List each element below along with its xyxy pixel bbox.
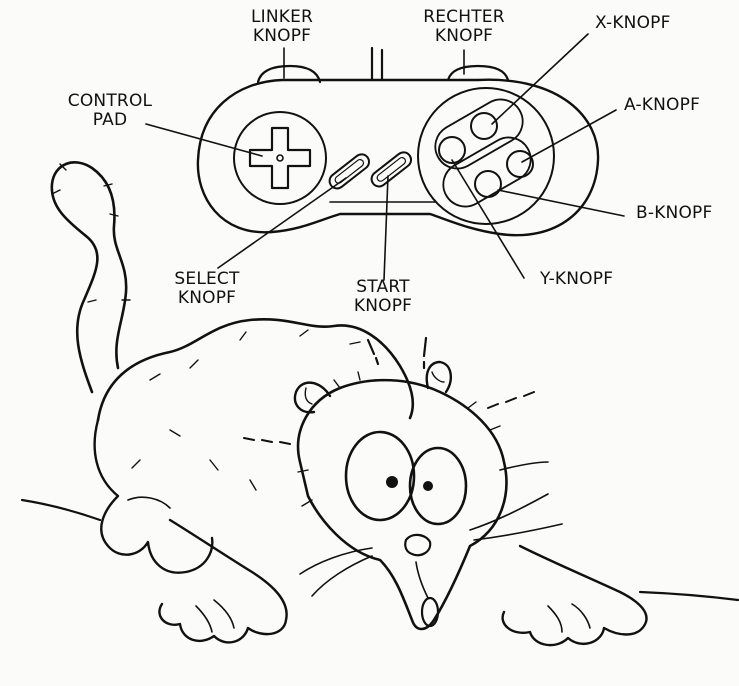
leader-start bbox=[384, 176, 388, 280]
leader-x bbox=[492, 34, 588, 124]
a-button-shape bbox=[507, 151, 533, 177]
label-linker-line2: KNOPF bbox=[232, 27, 332, 46]
leader-b bbox=[498, 190, 624, 216]
select-button-shape bbox=[327, 151, 372, 191]
controller-body bbox=[198, 80, 598, 235]
cat-eye-left bbox=[346, 432, 414, 520]
gamepad-icon bbox=[198, 48, 598, 235]
y-button-shape bbox=[439, 137, 465, 163]
leader-lines bbox=[146, 34, 624, 280]
cat-head bbox=[298, 380, 506, 629]
label-rechter-knopf: RECHTER KNOPF bbox=[405, 8, 523, 46]
right-shoulder-button bbox=[448, 66, 508, 80]
label-b-knopf: B-KNOPF bbox=[636, 204, 712, 223]
cat-eye-right bbox=[410, 448, 466, 524]
label-control-line1: CONTROL bbox=[48, 92, 172, 111]
label-y-knopf: Y-KNOPF bbox=[540, 270, 613, 289]
label-x-knopf: X-KNOPF bbox=[595, 14, 671, 33]
leader-a bbox=[522, 110, 616, 162]
label-select-line2: KNOPF bbox=[162, 289, 252, 308]
label-start-line2: KNOPF bbox=[338, 297, 428, 316]
label-control-line2: PAD bbox=[48, 111, 172, 130]
dpad-recess bbox=[234, 112, 326, 204]
cat-mouth bbox=[422, 598, 438, 626]
label-rechter-line1: RECHTER bbox=[405, 8, 523, 27]
label-start-knopf: START KNOPF bbox=[338, 278, 428, 316]
leader-select bbox=[218, 178, 346, 268]
floor-lines bbox=[22, 500, 738, 600]
label-linker-knopf: LINKER KNOPF bbox=[232, 8, 332, 46]
b-button-shape bbox=[475, 171, 501, 197]
label-linker-line1: LINKER bbox=[232, 8, 332, 27]
start-button-shape bbox=[369, 149, 414, 189]
cat-tail bbox=[52, 162, 126, 392]
cat-body bbox=[98, 319, 413, 420]
label-control-pad: CONTROL PAD bbox=[48, 92, 172, 130]
label-a-knopf: A-KNOPF bbox=[624, 96, 700, 115]
cat-illustration bbox=[52, 162, 647, 645]
dpad-icon bbox=[250, 128, 310, 188]
x-button-shape bbox=[471, 113, 497, 139]
label-start-line1: START bbox=[338, 278, 428, 297]
label-select-knopf: SELECT KNOPF bbox=[162, 270, 252, 308]
label-select-line1: SELECT bbox=[162, 270, 252, 289]
label-rechter-line2: KNOPF bbox=[405, 27, 523, 46]
cat-nose bbox=[405, 535, 430, 555]
